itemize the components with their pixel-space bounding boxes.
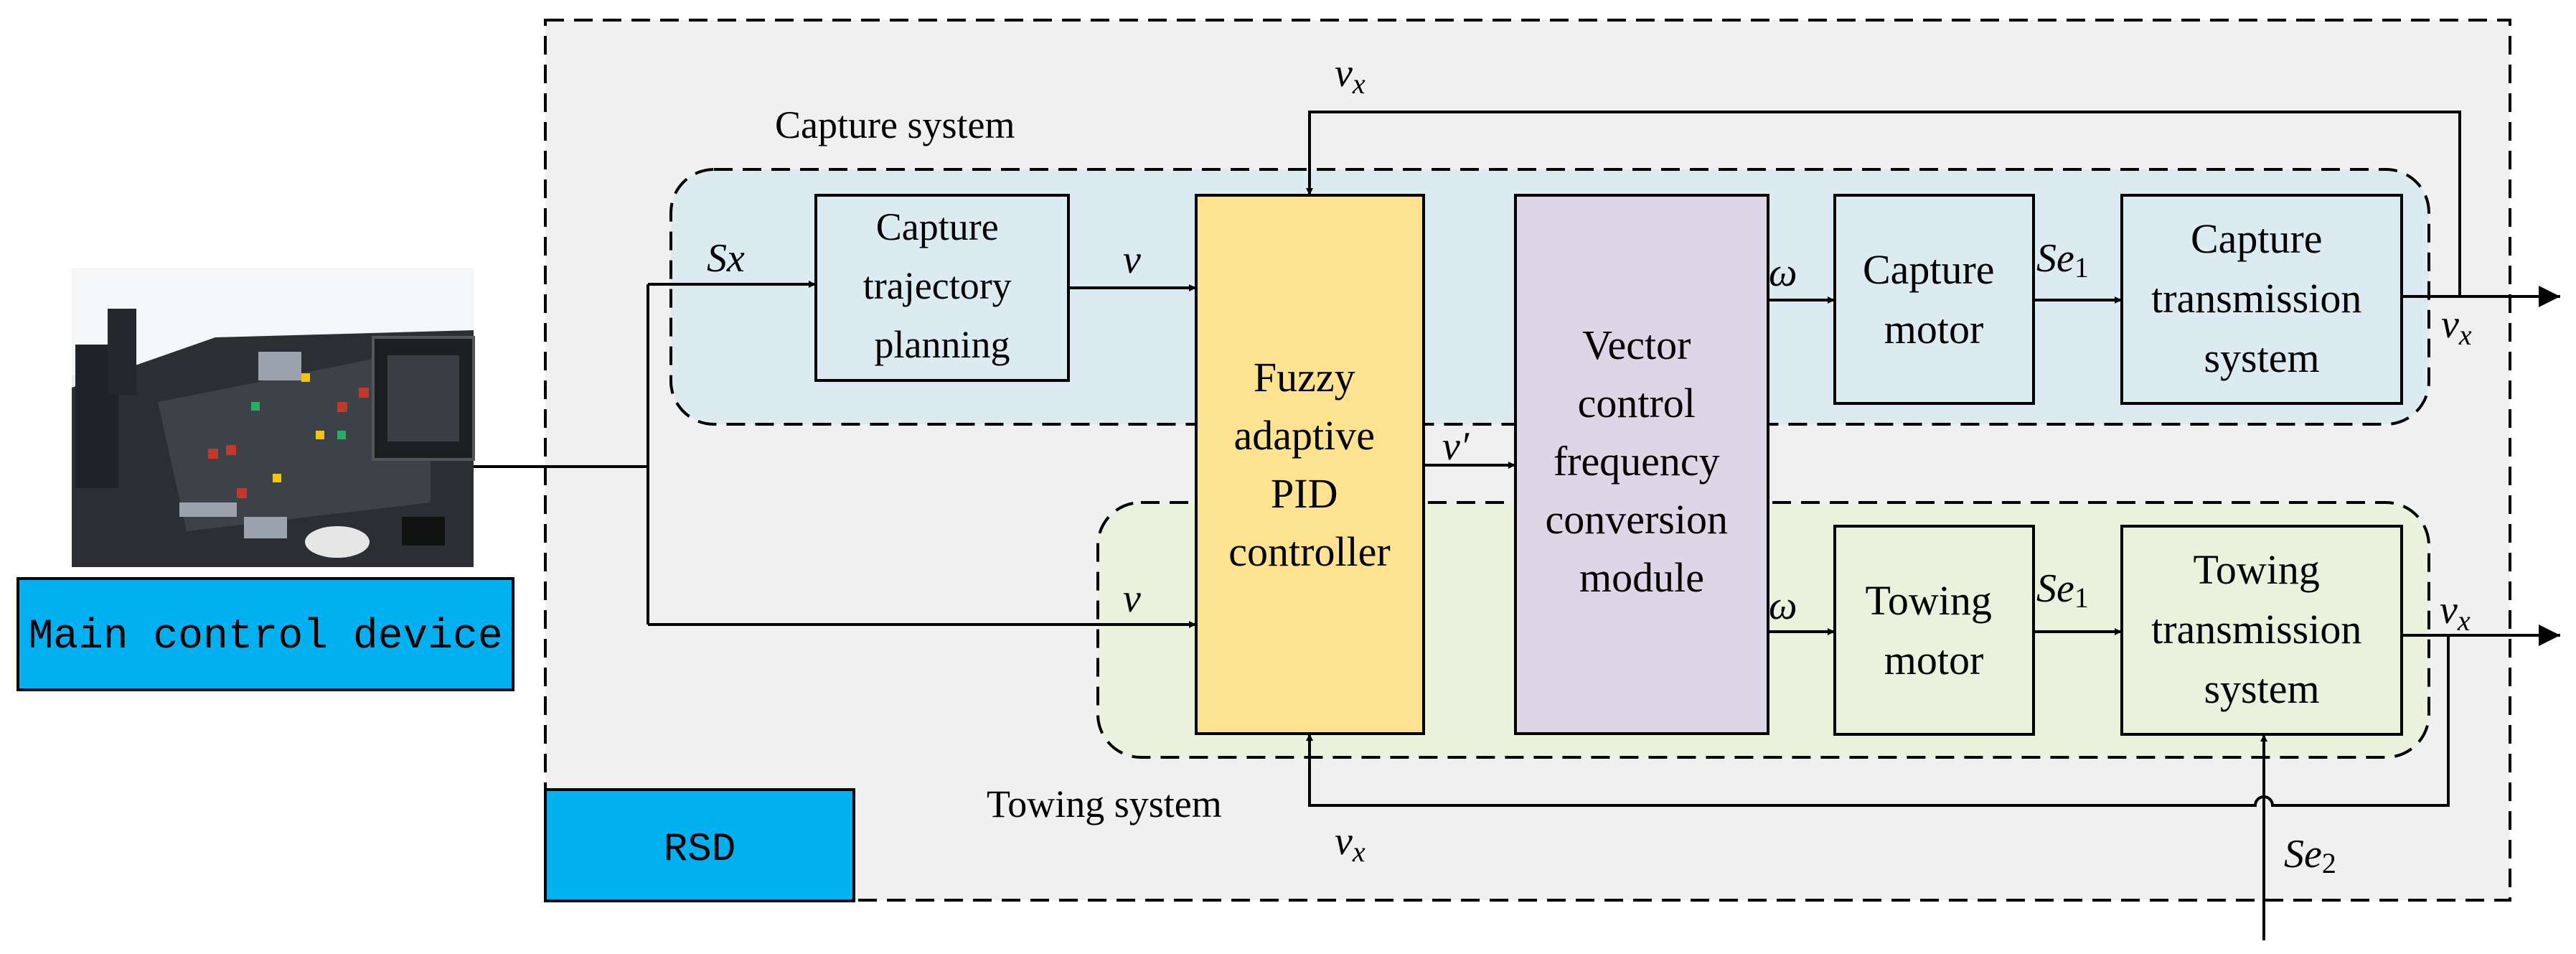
omega-label-capture: ω — [1769, 251, 1797, 295]
vector-line-4: conversion — [1546, 496, 1729, 543]
vx-label-towing-output: vx — [2440, 588, 2471, 637]
towing-system-label: Towing system — [987, 782, 1222, 826]
fuzzy-pid-controller-block: Fuzzy adaptive PID controller — [1195, 194, 1425, 735]
pid-line-1: Fuzzy — [1254, 354, 1355, 401]
omega-label-towing: ω — [1769, 584, 1797, 628]
vector-line-3: frequency — [1553, 438, 1720, 485]
vector-line-1: Vector — [1582, 322, 1691, 368]
capture-motor-block: Capture motor — [1833, 194, 2035, 405]
towing-transmission-line-2: transmission — [2151, 606, 2361, 653]
svg-text:RSD: RSD — [664, 826, 736, 872]
capture-system-label: Capture system — [775, 103, 1015, 146]
vector-line-5: module — [1579, 554, 1704, 601]
capture-feedback-loop — [1306, 111, 2461, 296]
vx-label-bottom: vx — [1335, 819, 1365, 868]
vector-line-2: control — [1578, 380, 1696, 426]
control-console-photo — [72, 268, 475, 567]
v-prime-label: v′ — [1442, 424, 1470, 469]
capture-transmission-line-3: system — [2204, 335, 2319, 381]
towing-transmission-line-1: Towing — [2194, 546, 2320, 593]
capture-motor-line-1: Capture — [1863, 246, 1995, 293]
capture-trajectory-planning-block: Capture trajectory planning — [814, 194, 1070, 382]
v-label-planning: v — [1123, 238, 1141, 282]
signal-labels: Sx v v v′ ω ω Se1 Se1 Se2 vx vx vx vx — [707, 51, 2472, 879]
svg-text:Capture motor: Capture motor — [1863, 246, 2005, 352]
svg-text:Capture trajectory: Capture trajectory planning — [863, 205, 1021, 366]
svg-text:Towing transmission: Towing transmission system — [2151, 546, 2372, 712]
towing-transmission-line-3: system — [2204, 665, 2319, 712]
vx-label-top: vx — [1335, 51, 1365, 100]
capture-motor-line-2: motor — [1884, 306, 1984, 352]
vector-control-module-block: Vector control frequency conversion modu… — [1514, 194, 1769, 735]
towing-transmission-block: Towing transmission system — [2120, 525, 2403, 736]
capture-transmission-line-1: Capture — [2191, 215, 2323, 262]
capture-planning-line-3: planning — [875, 323, 1010, 366]
svg-text:Capture transmission: Capture transmission system — [2151, 215, 2372, 381]
svg-text:Main control device: Main control device — [28, 614, 502, 660]
svg-text:Vector control fre: Vector control frequency conversion modu… — [1546, 322, 1739, 601]
se1-label-capture: Se1 — [2036, 236, 2089, 284]
capture-planning-line-2: trajectory — [863, 264, 1012, 307]
svg-text:Fuzzy adaptive PID: Fuzzy adaptive PID controller — [1228, 354, 1390, 575]
rsd-label: RSD — [544, 788, 855, 902]
svg-text:Towing motor: Towing motor — [1866, 577, 2003, 683]
vx-label-capture-output: vx — [2441, 302, 2472, 351]
pid-line-3: PID — [1271, 470, 1338, 517]
pid-line-4: controller — [1228, 528, 1390, 575]
capture-transmission-block: Capture transmission system — [2120, 194, 2403, 405]
sx-label: Sx — [707, 236, 745, 281]
v-label-towing: v — [1123, 576, 1141, 621]
towing-motor-block: Towing motor — [1833, 525, 2035, 736]
main-control-device-label: Main control device — [17, 577, 514, 691]
towing-motor-line-2: motor — [1884, 637, 1984, 683]
pid-line-2: adaptive — [1234, 412, 1375, 459]
towing-motor-line-1: Towing — [1866, 577, 1992, 624]
capture-transmission-line-2: transmission — [2151, 275, 2361, 322]
se1-label-towing: Se1 — [2036, 566, 2089, 614]
connections — [416, 111, 2560, 940]
capture-planning-line-1: Capture — [876, 205, 999, 248]
se2-label: Se2 — [2284, 832, 2336, 879]
